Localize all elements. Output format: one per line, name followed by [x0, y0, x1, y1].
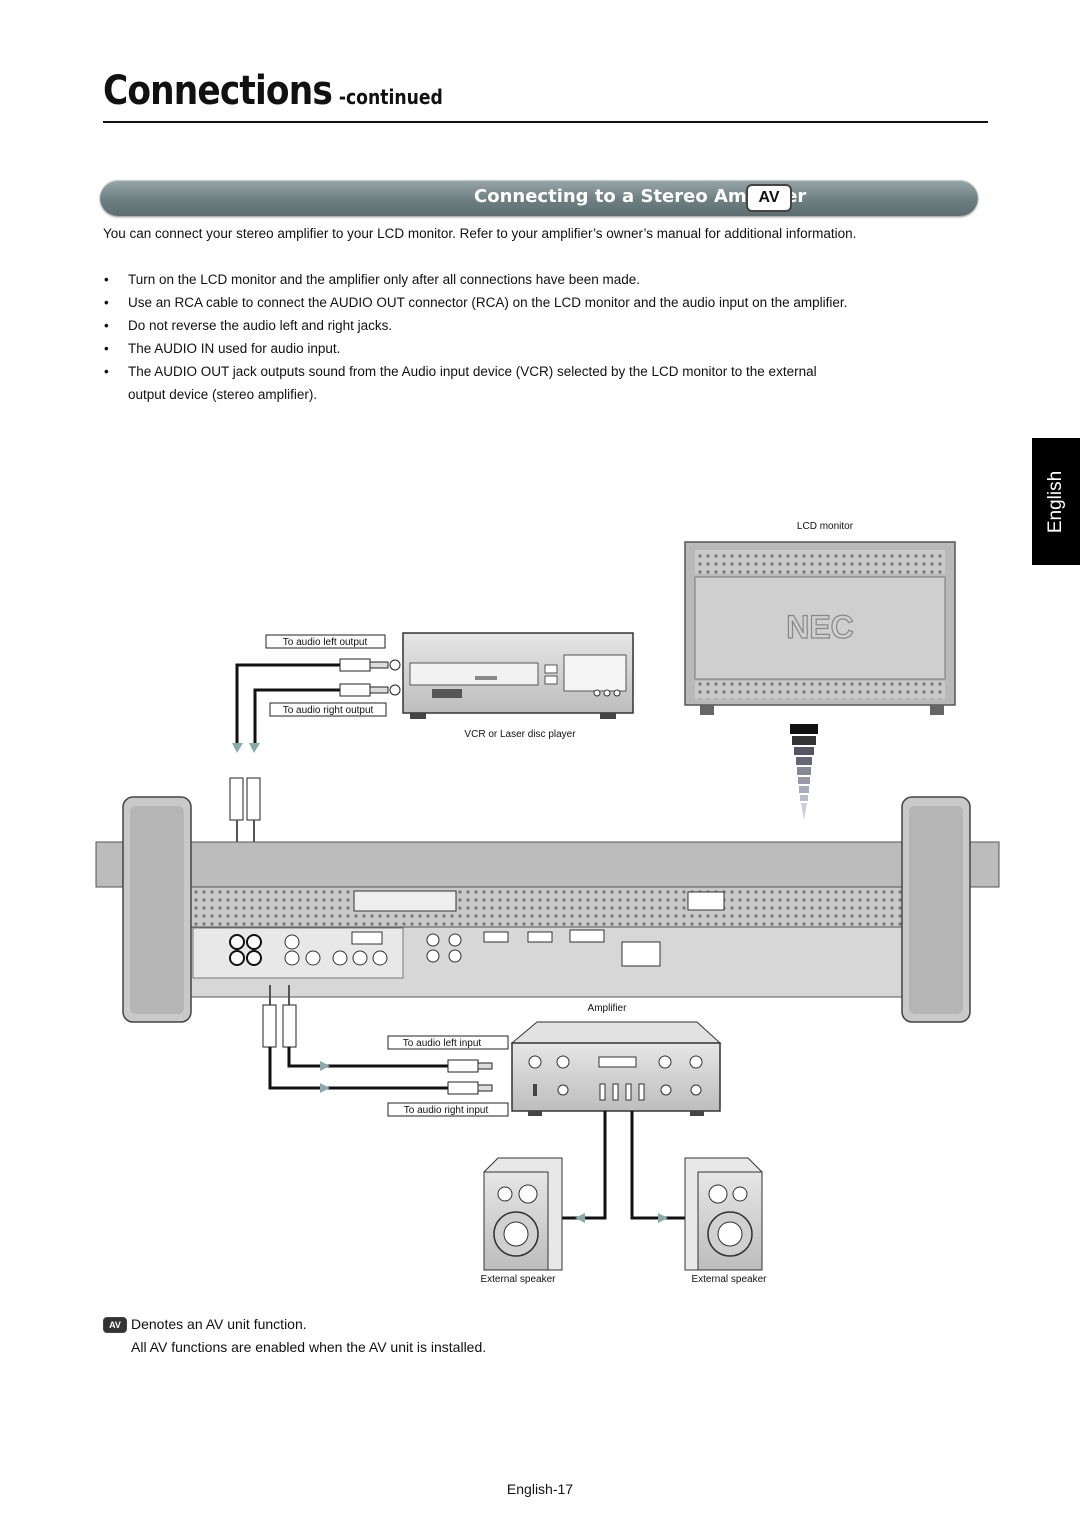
label-audio-right-output: To audio right output — [269, 702, 387, 717]
page-number: English-17 — [506, 1481, 574, 1497]
audio-right-input-text: To audio right input — [404, 1105, 489, 1116]
monitor-connector-panel — [95, 841, 1000, 998]
list-item: Turn on the LCD monitor and the amplifie… — [103, 268, 847, 291]
title-main: Connections — [103, 68, 333, 114]
list-item: The AUDIO IN used for audio input. — [103, 337, 847, 360]
audio-left-output-text: To audio left output — [283, 637, 368, 648]
vcr-plugs — [339, 658, 401, 697]
amplifier-label: Amplifier — [588, 1003, 628, 1014]
label-audio-right-input: To audio right input — [387, 1102, 509, 1117]
list-item: The AUDIO OUT jack outputs sound from th… — [103, 360, 818, 406]
signal-arrow — [790, 724, 818, 820]
speaker-left: External speaker — [480, 1157, 563, 1285]
speaker-right: External speaker — [684, 1157, 767, 1285]
title-rule — [103, 121, 988, 123]
vcr-cables — [235, 663, 341, 745]
page-title: Connections-continued — [103, 68, 443, 114]
footnote-line1: Denotes an AV unit function. — [131, 1316, 307, 1332]
list-item: Use an RCA cable to connect the AUDIO OU… — [103, 291, 847, 314]
speaker-right-label: External speaker — [691, 1274, 767, 1285]
panel-plugs-lower — [262, 985, 297, 1048]
instruction-list: Turn on the LCD monitor and the amplifie… — [103, 268, 847, 406]
av-badge: AV — [746, 184, 792, 212]
amp-plugs — [447, 1059, 493, 1095]
section-banner: Connecting to a Stereo Amplifier AV — [100, 180, 978, 216]
label-audio-left-input: To audio left input — [387, 1035, 509, 1050]
speaker-wires — [562, 1111, 685, 1220]
av-badge-small: AV — [103, 1317, 127, 1334]
lcd-monitor: LCD monitor NEC — [684, 521, 956, 715]
vcr-device: VCR or Laser disc player — [402, 632, 634, 740]
list-item: Do not reverse the audio left and right … — [103, 314, 847, 337]
audio-left-input-text: To audio left input — [403, 1038, 482, 1049]
speaker-left-label: External speaker — [480, 1274, 556, 1285]
title-continued: -continued — [338, 85, 443, 109]
amp-cables — [268, 1047, 448, 1090]
intro-text: You can connect your stereo amplifier to… — [103, 226, 857, 241]
monitor-stand — [122, 796, 971, 1023]
lcd-monitor-label: LCD monitor — [797, 521, 854, 532]
footnote-line2: All AV functions are enabled when the AV… — [131, 1339, 487, 1355]
nec-logo: NEC — [786, 609, 854, 645]
section-title: Connecting to a Stereo Amplifier — [474, 186, 807, 207]
amplifier-device: Amplifier — [510, 1003, 722, 1116]
label-audio-left-output: To audio left output — [265, 634, 386, 649]
vcr-label: VCR or Laser disc player — [464, 729, 576, 740]
audio-right-output-text: To audio right output — [283, 705, 374, 716]
language-tab: English — [1032, 438, 1080, 565]
